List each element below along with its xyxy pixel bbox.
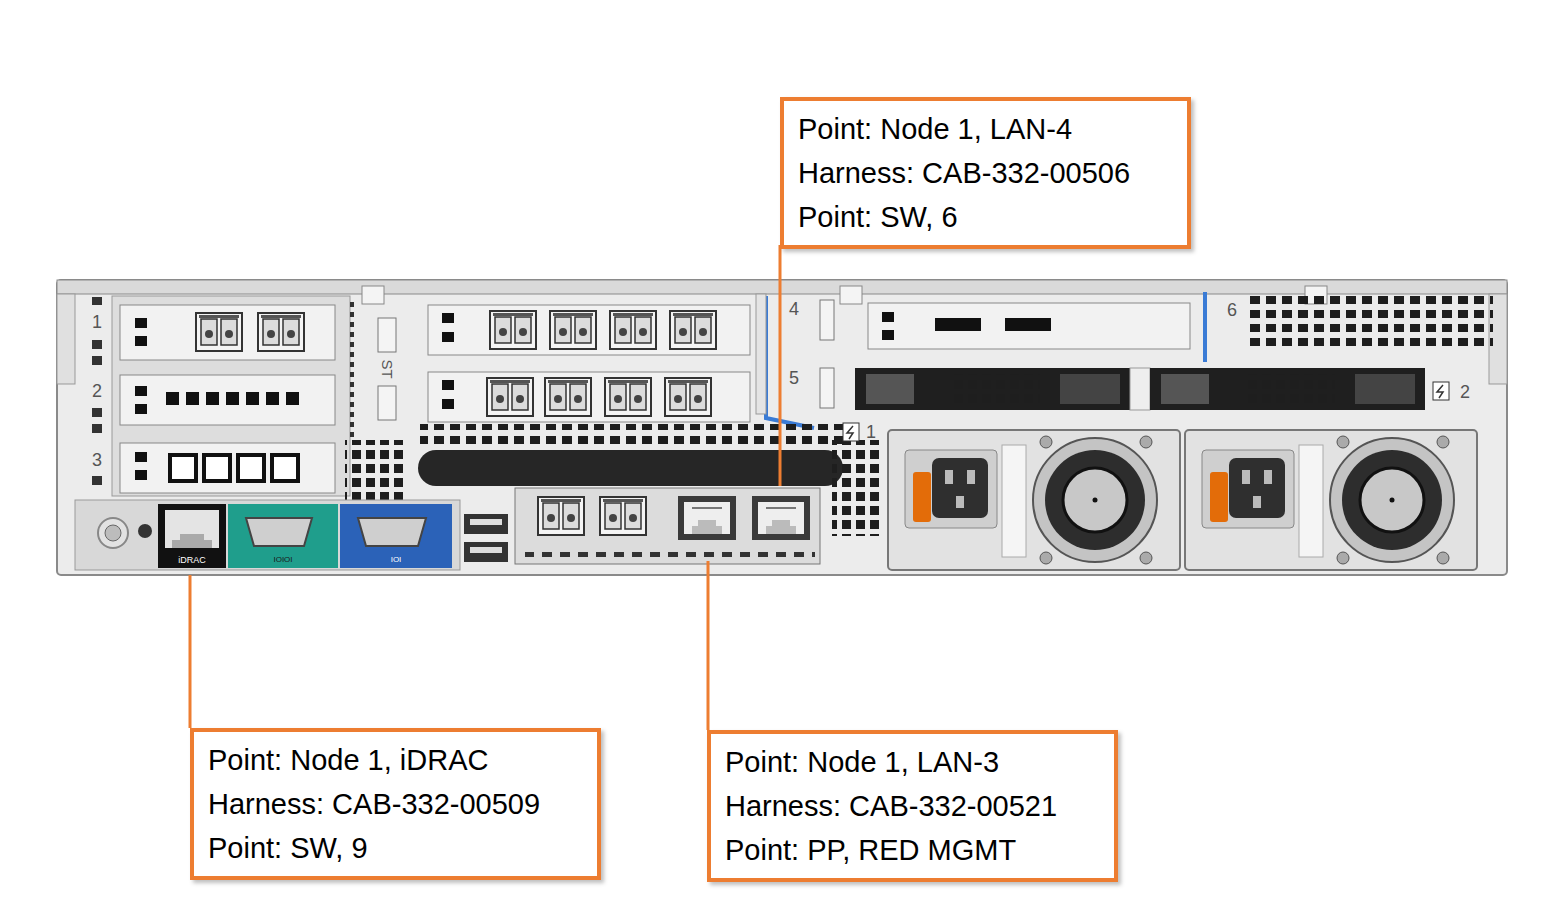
slot-number: 5 [789,369,799,387]
server-chassis [57,280,1507,575]
callout-box: Point: Node 1, LAN-3Harness: CAB-332-005… [707,730,1118,882]
lom-card [515,488,820,564]
callout-text: Point: SW, 6 [798,195,1173,239]
slot-number: 4 [789,300,799,318]
psu-number: 2 [1460,383,1470,401]
right-section [843,292,1493,570]
callout-text: Point: Node 1, LAN-3 [725,740,1100,784]
io-panel [75,500,508,570]
leader-line [190,245,780,730]
slot-number: 6 [1227,301,1237,319]
left-riser [92,296,405,500]
riser-label: ST [380,359,395,378]
callout-text: Harness: CAB-332-00521 [725,784,1100,828]
callout-box: Point: Node 1, iDRACHarness: CAB-332-005… [190,728,601,880]
port-label: IOI [391,556,402,564]
slot-number: 2 [92,382,102,400]
callout-text: Harness: CAB-332-00506 [798,151,1173,195]
port-label: iDRAC [178,556,206,565]
callout-text: Point: Node 1, LAN-4 [798,107,1173,151]
callout-text: Point: Node 1, iDRAC [208,738,583,782]
callout-box: Point: Node 1, LAN-4Harness: CAB-332-005… [780,97,1191,249]
callout-text: Harness: CAB-332-00509 [208,782,583,826]
slot-number: 3 [92,451,102,469]
psu-number: 1 [866,423,876,441]
callout-text: Point: SW, 9 [208,826,583,870]
port-label: IOIOI [273,556,292,564]
callout-text: Point: PP, RED MGMT [725,828,1100,872]
slot-number: 1 [92,313,102,331]
